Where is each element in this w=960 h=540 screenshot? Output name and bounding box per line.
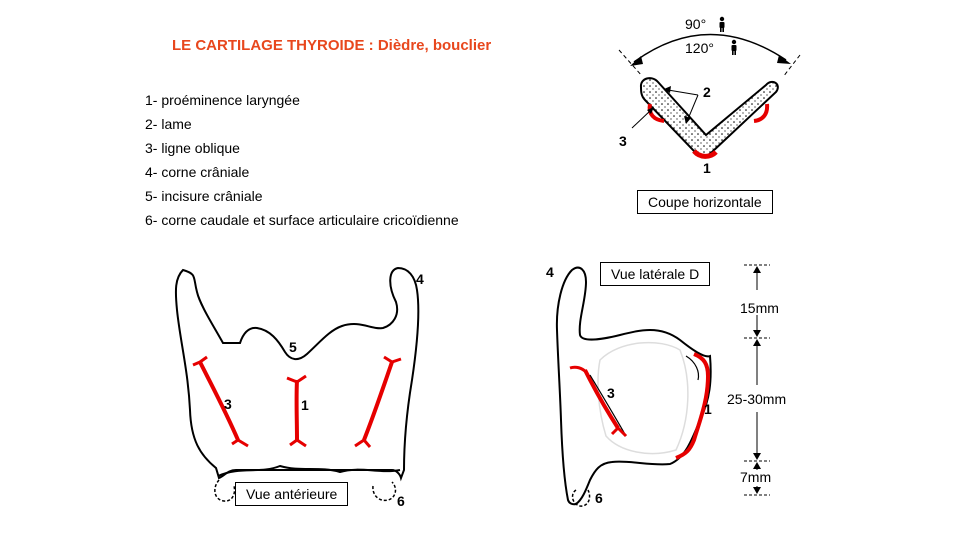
oblique-line-left-top — [192, 355, 208, 367]
oblique-line-right-top — [383, 355, 402, 364]
lateral-oblique-line-top — [569, 365, 588, 374]
legend-item: 6- corne caudale et surface articulaire … — [145, 212, 459, 228]
angle-arrow-left — [630, 56, 643, 66]
caudal-horn-right — [372, 481, 397, 502]
section-highlight-bottom — [692, 149, 718, 159]
legend-item: 3- ligne oblique — [145, 140, 240, 156]
lateral-label-6: 6 — [595, 490, 603, 506]
oblique-line-left-bottom — [231, 438, 249, 448]
caudal-horn-left — [214, 479, 236, 502]
horizontal-section-figure — [618, 16, 801, 159]
lateral-label-1: 1 — [704, 401, 712, 417]
angle-dash-left — [618, 49, 643, 77]
leader-arrow-2b — [684, 116, 691, 124]
dimension-label-7mm: 7mm — [740, 469, 772, 485]
leader-arrow-3 — [647, 107, 654, 114]
anterior-label-3: 3 — [224, 396, 232, 412]
legend-item: 2- lame — [145, 116, 192, 132]
laryngeal-prominence-bottom — [289, 438, 307, 448]
page-title: LE CARTILAGE THYROIDE : Dièdre, bouclier — [172, 37, 492, 54]
dimension-label-25-30mm: 25-30mm — [727, 391, 787, 407]
lateral-outline — [555, 266, 712, 506]
oblique-line-left — [198, 361, 240, 441]
leader-arrow-2a — [664, 86, 671, 93]
dimension-arrows — [753, 266, 761, 494]
angle-dash-right — [782, 54, 801, 78]
anterior-label-4: 4 — [416, 271, 424, 287]
lateral-anterior-border — [685, 355, 700, 381]
section-caption: Coupe horizontale — [637, 190, 773, 214]
anterior-label-6: 6 — [397, 493, 405, 509]
lateral-oblique-line — [583, 369, 620, 430]
leader-line-3 — [631, 109, 652, 129]
oblique-line-right-bottom — [354, 438, 372, 448]
lateral-label-4: 4 — [546, 264, 554, 280]
section-label-3: 3 — [619, 133, 627, 149]
leader-line-2b — [687, 94, 699, 120]
anterior-label-5: 5 — [289, 339, 297, 355]
section-label-2: 2 — [703, 84, 711, 100]
legend-item: 5- incisure crâniale — [145, 188, 263, 204]
angle-label-120: 120° — [685, 40, 714, 56]
angle-arrow-right — [777, 55, 791, 64]
oblique-line-right — [362, 361, 394, 441]
legend-list: 1- proéminence laryngée 2- lame 3- ligne… — [145, 88, 459, 232]
angle-label-90: 90° — [685, 16, 707, 32]
lateral-prominence-line — [675, 352, 711, 460]
angle-arc — [633, 33, 787, 63]
person-icon — [731, 39, 737, 55]
section-highlight-right — [753, 103, 770, 123]
anterior-outline — [174, 266, 420, 482]
anterior-label-1: 1 — [301, 397, 309, 413]
anterior-inferior-rim — [217, 464, 401, 477]
legend-item: 1- proéminence laryngée — [145, 92, 300, 108]
anterior-horn-left-inner — [196, 291, 224, 344]
dimension-label-15mm: 15mm — [740, 300, 779, 316]
anterior-caption: Vue antérieure — [235, 482, 349, 506]
lateral-lamina-faint — [597, 341, 689, 455]
lateral-oblique-line-thin — [589, 374, 627, 437]
laryngeal-prominence-top — [286, 374, 307, 384]
anterior-view-figure — [174, 266, 420, 502]
lateral-caudal-horn — [571, 489, 591, 507]
person-icon — [719, 16, 725, 32]
section-highlight-left — [647, 103, 665, 123]
lateral-view-figure — [555, 264, 770, 507]
section-label-1: 1 — [703, 160, 711, 176]
lateral-caption: Vue latérale D — [600, 262, 711, 286]
leader-line-2a — [667, 89, 699, 96]
lateral-oblique-line-bottom — [610, 425, 628, 438]
legend-item: 4- corne crâniale — [145, 164, 250, 180]
lateral-label-3: 3 — [607, 385, 615, 401]
section-shape — [639, 77, 779, 157]
